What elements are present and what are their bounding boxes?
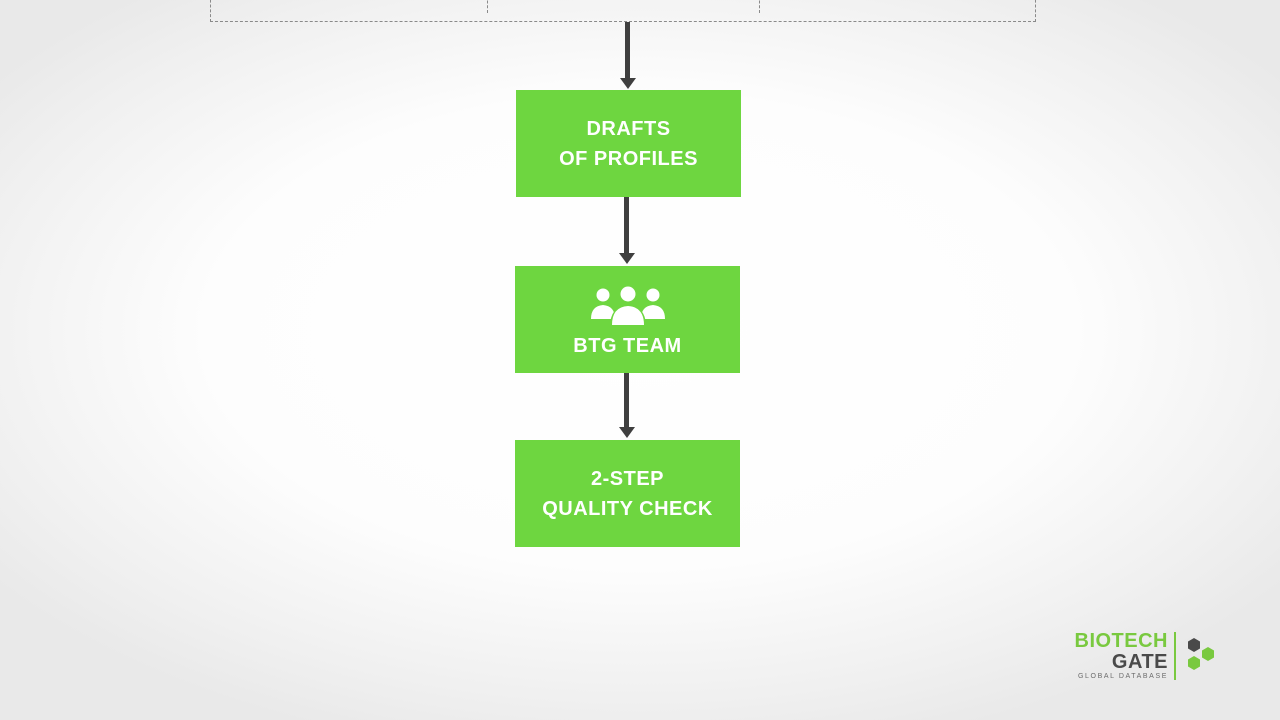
step-label-line: 2-STEP: [590, 467, 665, 490]
step-btg-team: BTG TEAM: [515, 266, 740, 373]
step-quality-check: 2-STEP QUALITY CHECK: [515, 440, 740, 547]
logo-line-biotech: BIOTECH: [1074, 630, 1168, 652]
hexagon-cluster-icon: [1188, 638, 1214, 670]
logo-wordmark: BIOTECH GATE GLOBAL DATABASE: [1075, 630, 1169, 682]
arrowhead: [619, 78, 636, 89]
step-drafts-of-profiles: DRAFTS OF PROFILES: [516, 90, 741, 197]
dashed-divider: [759, 0, 760, 13]
connector-line: [625, 22, 630, 78]
source-dashed-container: [210, 0, 1036, 22]
step-label-line: QUALITY CHECK: [542, 497, 713, 520]
arrowhead: [618, 427, 635, 438]
arrowhead: [618, 253, 635, 264]
logo-tagline: GLOBAL DATABASE: [1077, 673, 1168, 680]
connector-line: [624, 197, 629, 253]
step-label-line: DRAFTS: [586, 117, 671, 140]
connector-line: [624, 373, 629, 427]
step-label-line: OF PROFILES: [559, 147, 698, 170]
team-icon: [590, 284, 665, 327]
step-label-line: BTG TEAM: [573, 334, 682, 357]
logo-divider: [1174, 632, 1176, 680]
logo-line-gate: GATE: [1111, 651, 1168, 673]
dashed-divider: [487, 0, 488, 13]
biotechgate-logo: BIOTECH GATE GLOBAL DATABASE: [1068, 630, 1228, 684]
